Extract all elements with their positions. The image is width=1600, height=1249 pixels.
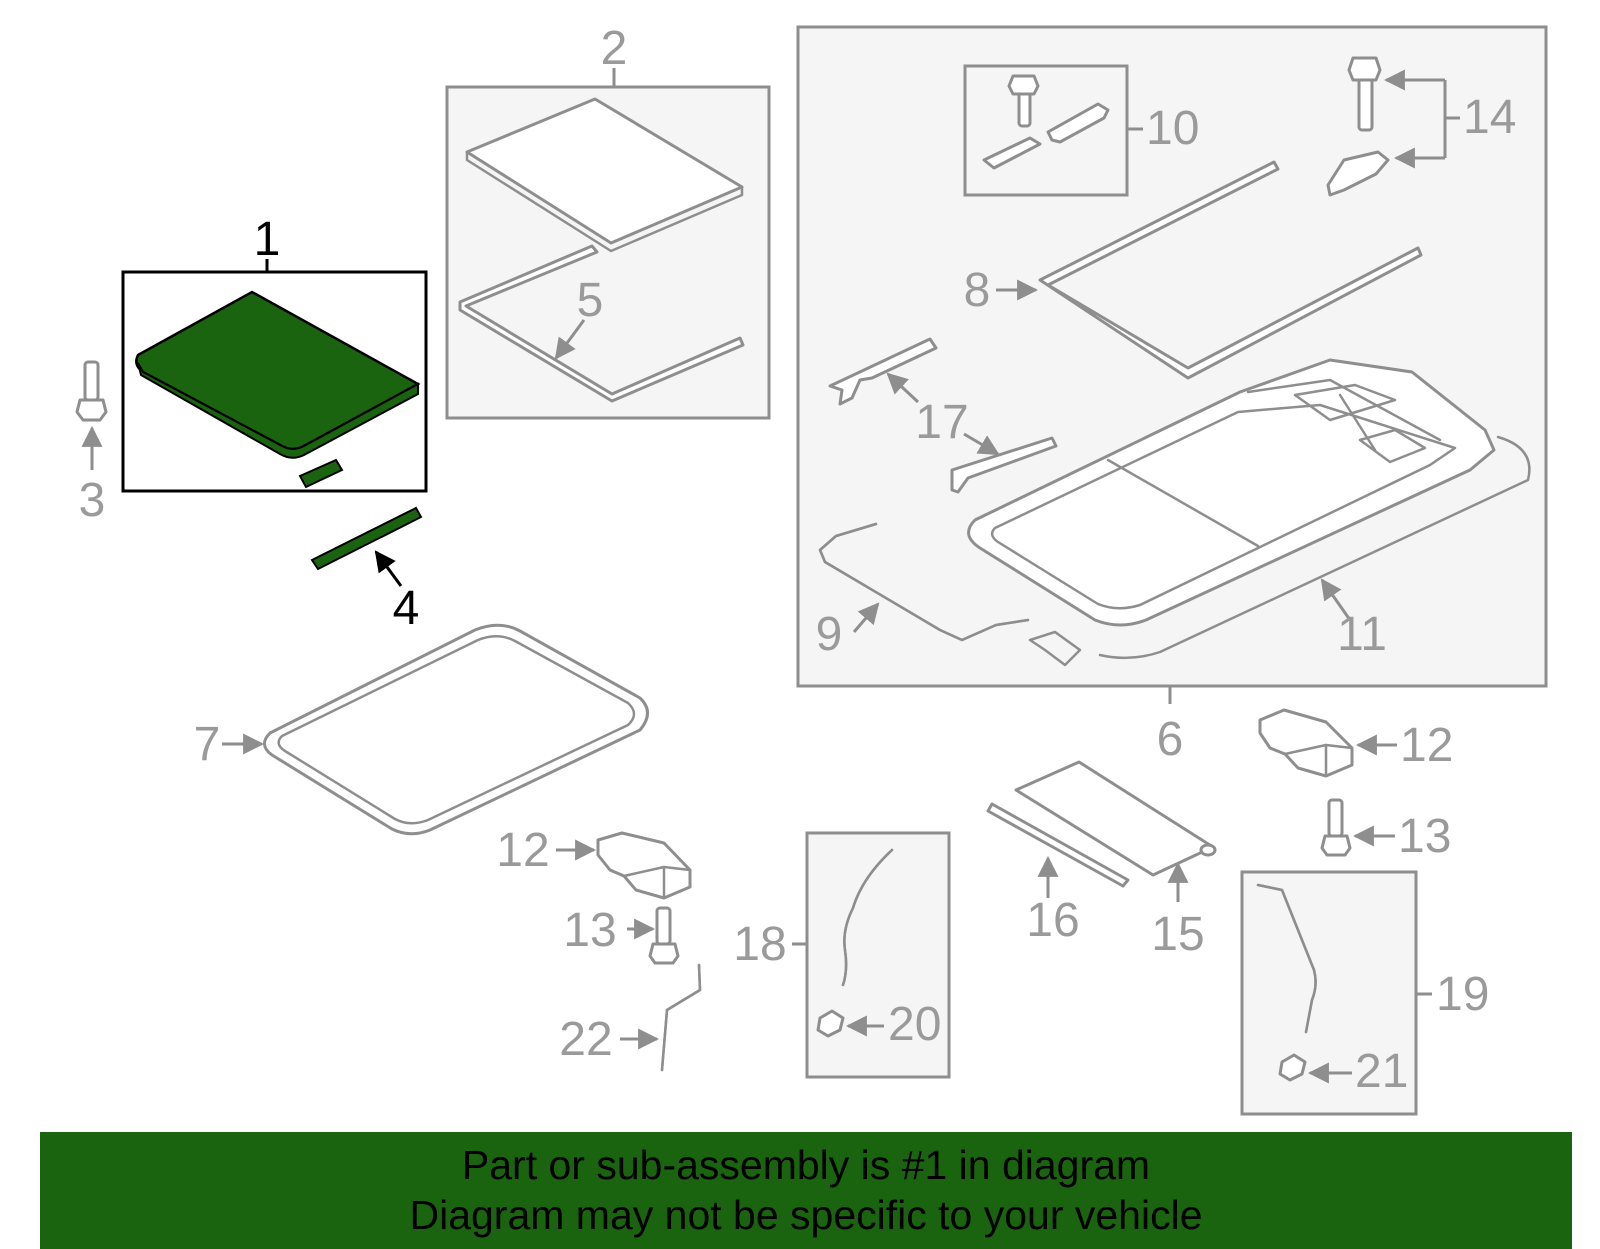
group-10-box bbox=[963, 64, 1143, 197]
callout-19: 19 bbox=[1436, 968, 1489, 1021]
callout-10: 10 bbox=[1146, 102, 1199, 155]
rail-part-16 bbox=[986, 802, 1130, 898]
motor-part-12-left bbox=[556, 831, 692, 900]
bolt-part-13-left bbox=[627, 906, 680, 965]
callout-15: 15 bbox=[1151, 908, 1204, 961]
callout-7: 7 bbox=[194, 718, 221, 771]
bolt-part-3 bbox=[75, 360, 108, 470]
callout-1: 1 bbox=[254, 213, 281, 266]
bolt-part-13-right bbox=[1320, 798, 1395, 857]
seal-ring-part-7 bbox=[222, 623, 649, 836]
callout-13-left: 13 bbox=[563, 904, 616, 957]
callout-21: 21 bbox=[1355, 1045, 1408, 1098]
drain-tube-part-22 bbox=[620, 963, 702, 1072]
callout-labels: 1 2 3 4 5 6 7 8 9 10 11 12 12 13 13 14 1… bbox=[79, 22, 1517, 1098]
callout-18: 18 bbox=[733, 918, 786, 971]
callout-12-right: 12 bbox=[1400, 719, 1453, 772]
seal-part-8 bbox=[996, 160, 1423, 380]
callout-4: 4 bbox=[393, 582, 420, 635]
strip-part-4-highlight bbox=[310, 506, 423, 587]
callout-20: 20 bbox=[888, 998, 941, 1051]
callout-5: 5 bbox=[577, 274, 604, 327]
bracket-part-17 bbox=[828, 337, 1058, 494]
callout-6: 6 bbox=[1157, 713, 1184, 766]
drain-channel-part-9 bbox=[818, 522, 1030, 642]
glass-seal-shape bbox=[458, 244, 745, 403]
callout-8: 8 bbox=[964, 264, 991, 317]
group-1-box bbox=[121, 259, 428, 493]
callout-12-left: 12 bbox=[496, 824, 549, 877]
callout-16: 16 bbox=[1026, 894, 1079, 947]
bolt-bracket-part-14 bbox=[1326, 56, 1460, 197]
callout-22: 22 bbox=[559, 1013, 612, 1066]
glass-panel-shape bbox=[465, 97, 744, 253]
motor-part-12-right bbox=[1258, 708, 1397, 778]
group-18-box bbox=[792, 831, 951, 1079]
group-6-box bbox=[796, 25, 1548, 704]
sunshade-panel-highlight bbox=[135, 290, 421, 489]
shade-part-15 bbox=[1014, 760, 1217, 902]
callout-3: 3 bbox=[79, 474, 106, 527]
callout-13-right: 13 bbox=[1398, 810, 1451, 863]
callout-2: 2 bbox=[601, 22, 628, 75]
banner-line-1: Part or sub-assembly is #1 in diagram bbox=[461, 1142, 1151, 1188]
callout-17: 17 bbox=[915, 396, 968, 449]
banner-line-2: Diagram may not be specific to your vehi… bbox=[409, 1192, 1203, 1238]
callout-14: 14 bbox=[1463, 91, 1516, 144]
group-19-box bbox=[1240, 870, 1432, 1116]
frame-part-11 bbox=[967, 358, 1531, 667]
info-banner: Part or sub-assembly is #1 in diagram Di… bbox=[40, 1132, 1572, 1249]
callout-11: 11 bbox=[1337, 608, 1387, 661]
callout-9: 9 bbox=[816, 608, 843, 661]
group-2-box bbox=[445, 68, 771, 420]
